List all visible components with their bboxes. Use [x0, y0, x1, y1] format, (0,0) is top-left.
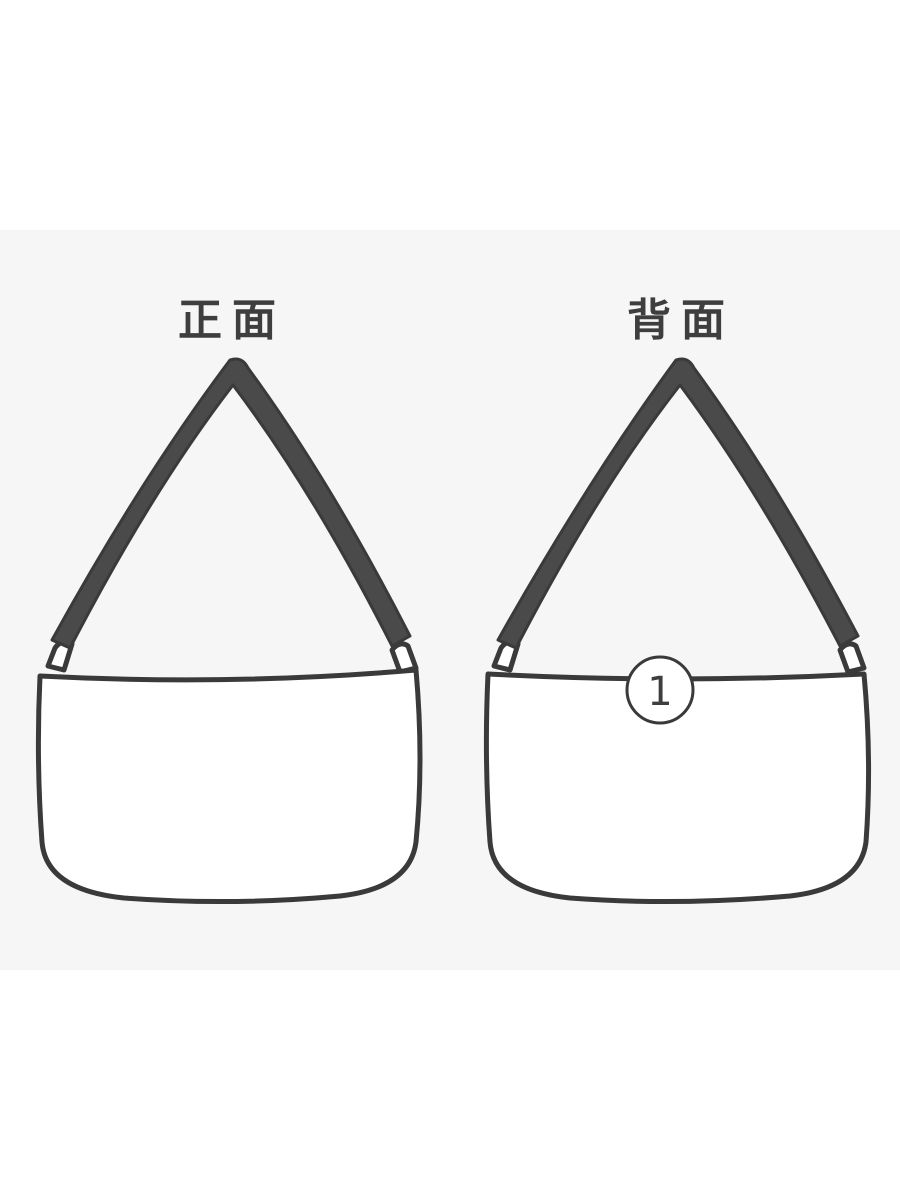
front-right-buckle [389, 641, 419, 675]
front-bag-body [35, 667, 423, 905]
front-strap-band [50, 357, 412, 650]
back-strap-band [496, 357, 860, 650]
callout-marker-1: 1 [625, 655, 695, 725]
back-strap [491, 357, 867, 675]
front-bag [35, 357, 423, 905]
back-bag-body [483, 671, 872, 905]
back-view-label: 背面 [627, 295, 735, 346]
front-strap [45, 357, 419, 675]
callout-circle [625, 655, 695, 725]
back-right-buckle [837, 641, 867, 675]
front-view-label: 正面 [178, 295, 286, 346]
callout-number: 1 [647, 669, 672, 715]
back-bag: 1 [483, 357, 872, 905]
